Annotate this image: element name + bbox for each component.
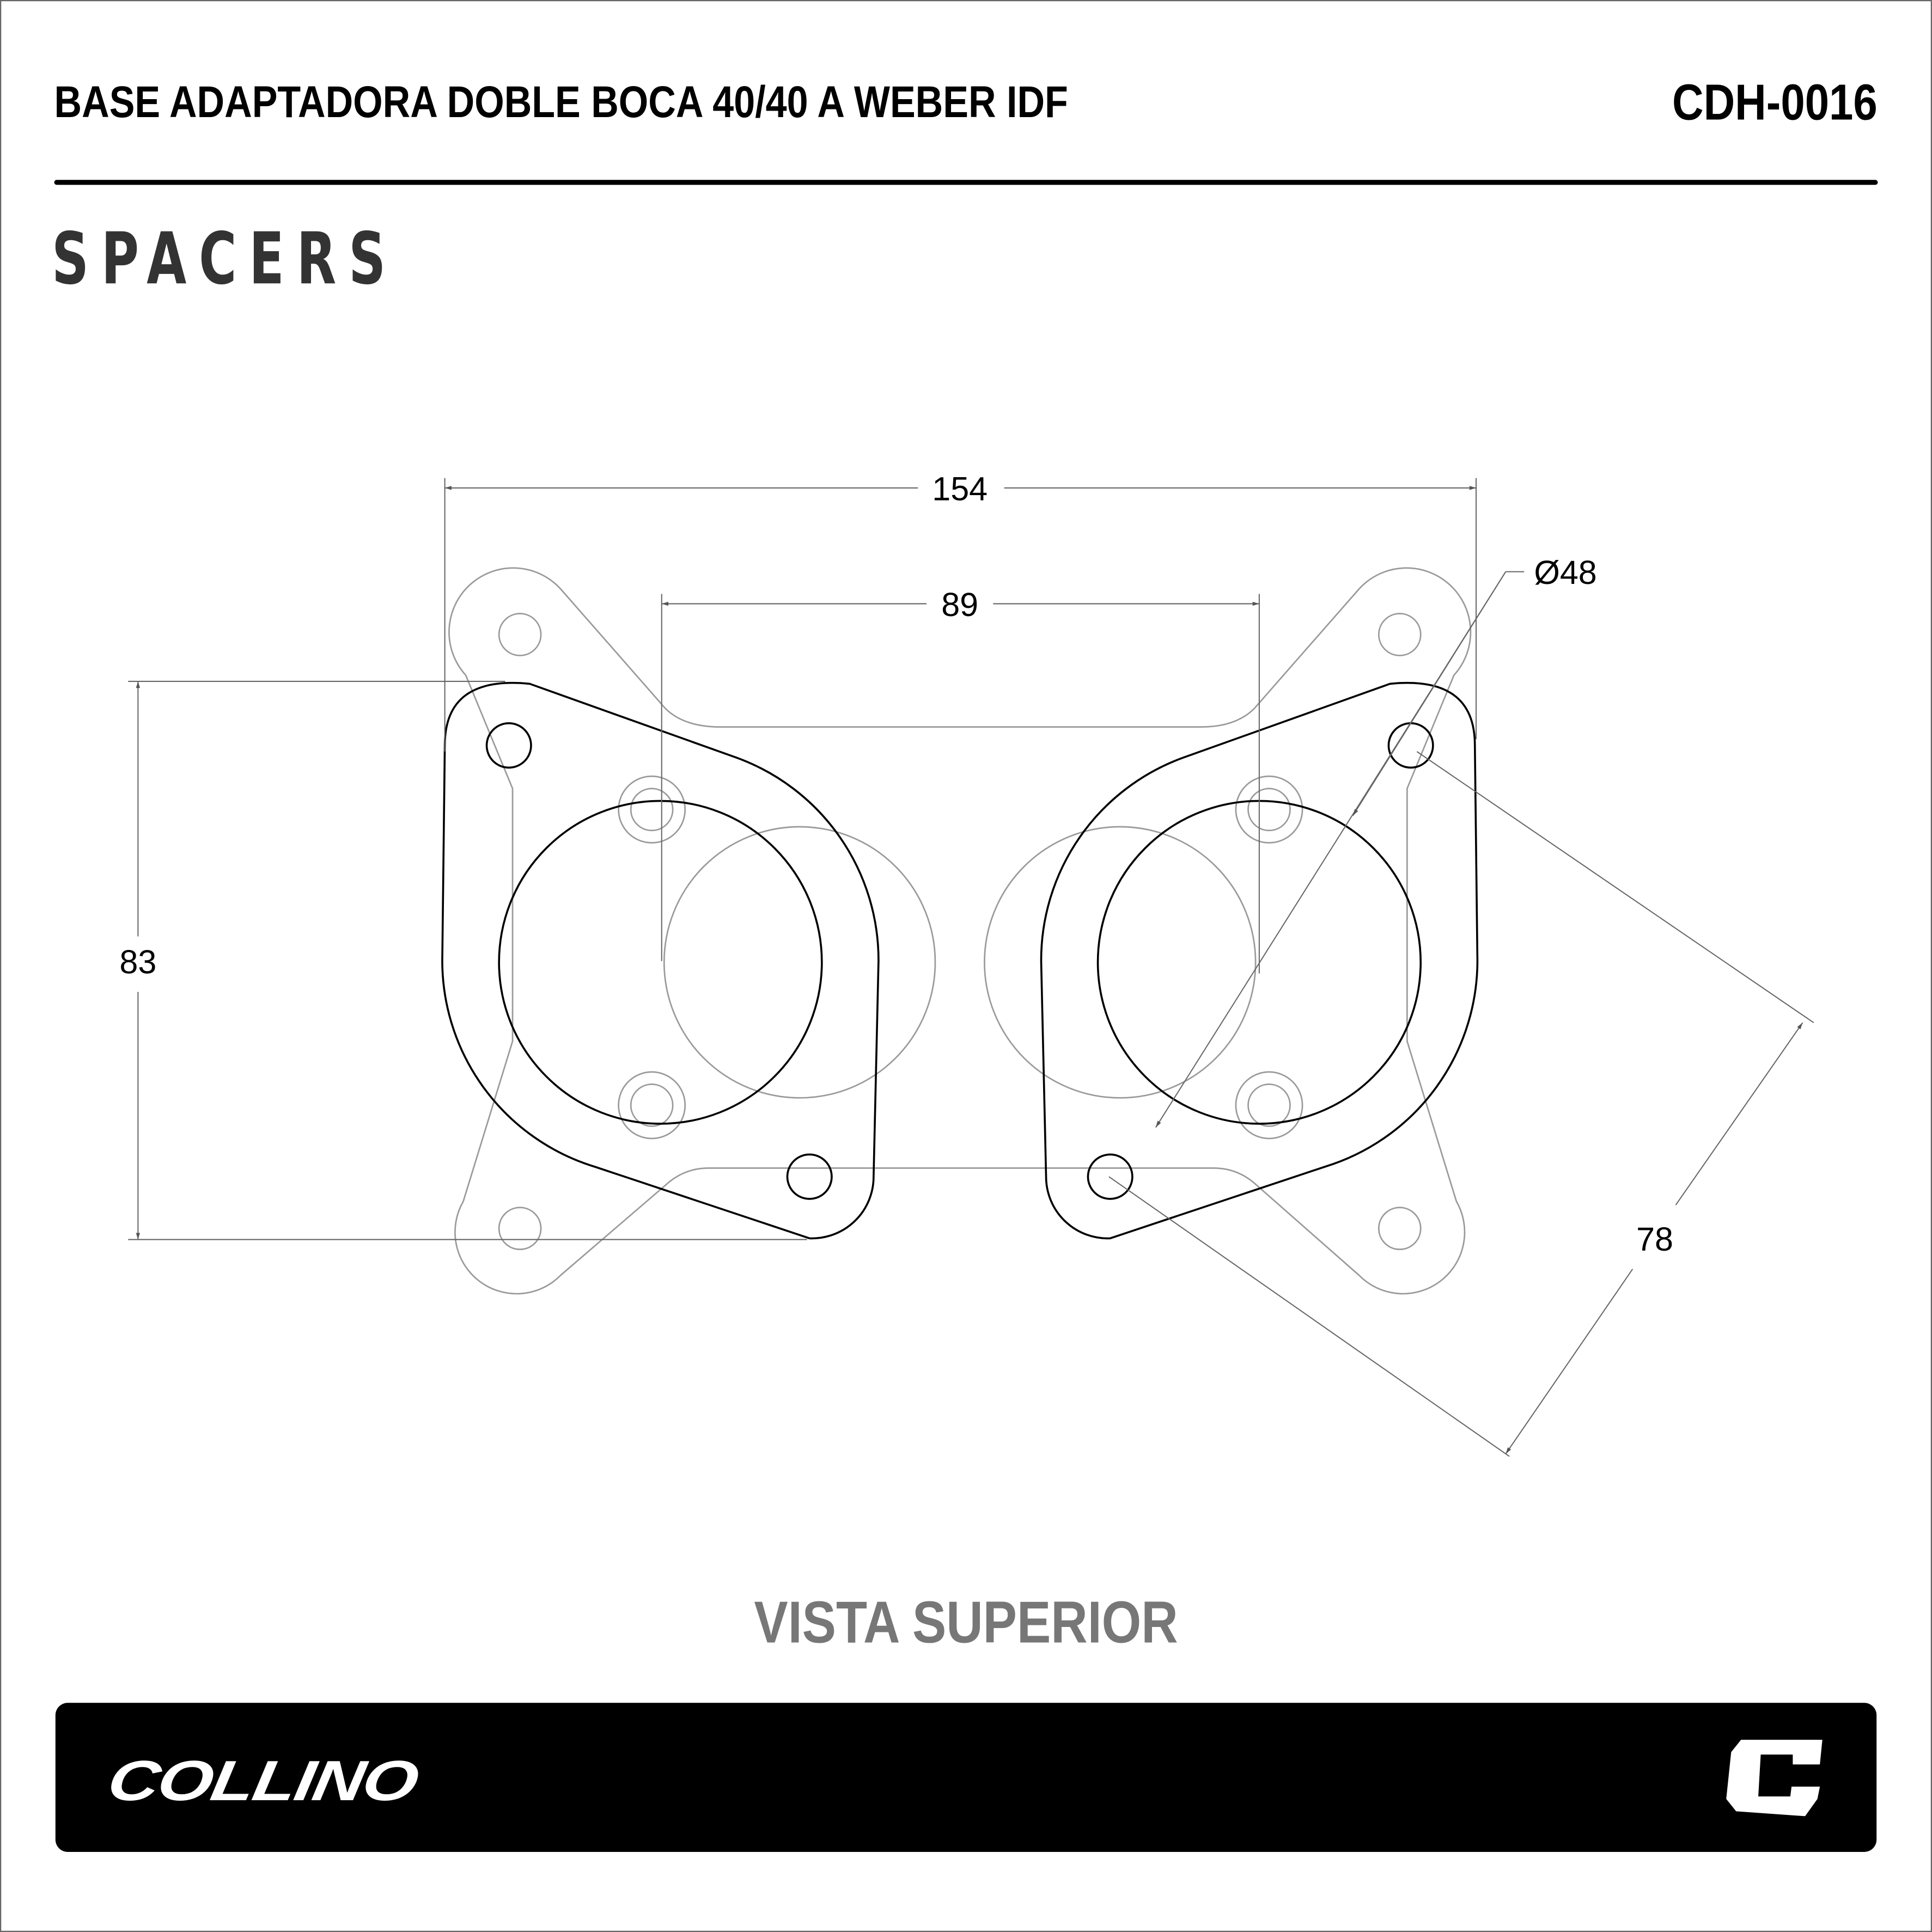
footer-bar: COLLINO (55, 1703, 1877, 1852)
spacer-plates (441, 681, 1479, 1240)
brand-logo: COLLINO (103, 1748, 423, 1813)
dim-bore-diameter: Ø48 (1534, 554, 1596, 591)
collino-c-logo-icon (1726, 1740, 1823, 1817)
right-plate (1040, 681, 1479, 1240)
product-code: CDH-0016 (1672, 74, 1878, 131)
idf-reference-outline (448, 567, 1472, 1295)
dim-diagonal: 78 (1636, 1221, 1673, 1258)
category-label: SPACERS (52, 217, 398, 301)
header-divider (54, 180, 1878, 185)
view-label: VISTA SUPERIOR (0, 1589, 1932, 1657)
dim-bore-spacing: 89 (941, 586, 978, 623)
product-title: BASE ADAPTADORA DOBLE BOCA 40/40 A WEBER… (54, 76, 1068, 127)
left-plate (441, 681, 880, 1240)
dimension-lines (128, 478, 1814, 1457)
dim-overall-width: 154 (932, 470, 988, 507)
view-label-text: VISTA SUPERIOR (754, 1590, 1178, 1656)
dim-height: 83 (119, 943, 156, 980)
